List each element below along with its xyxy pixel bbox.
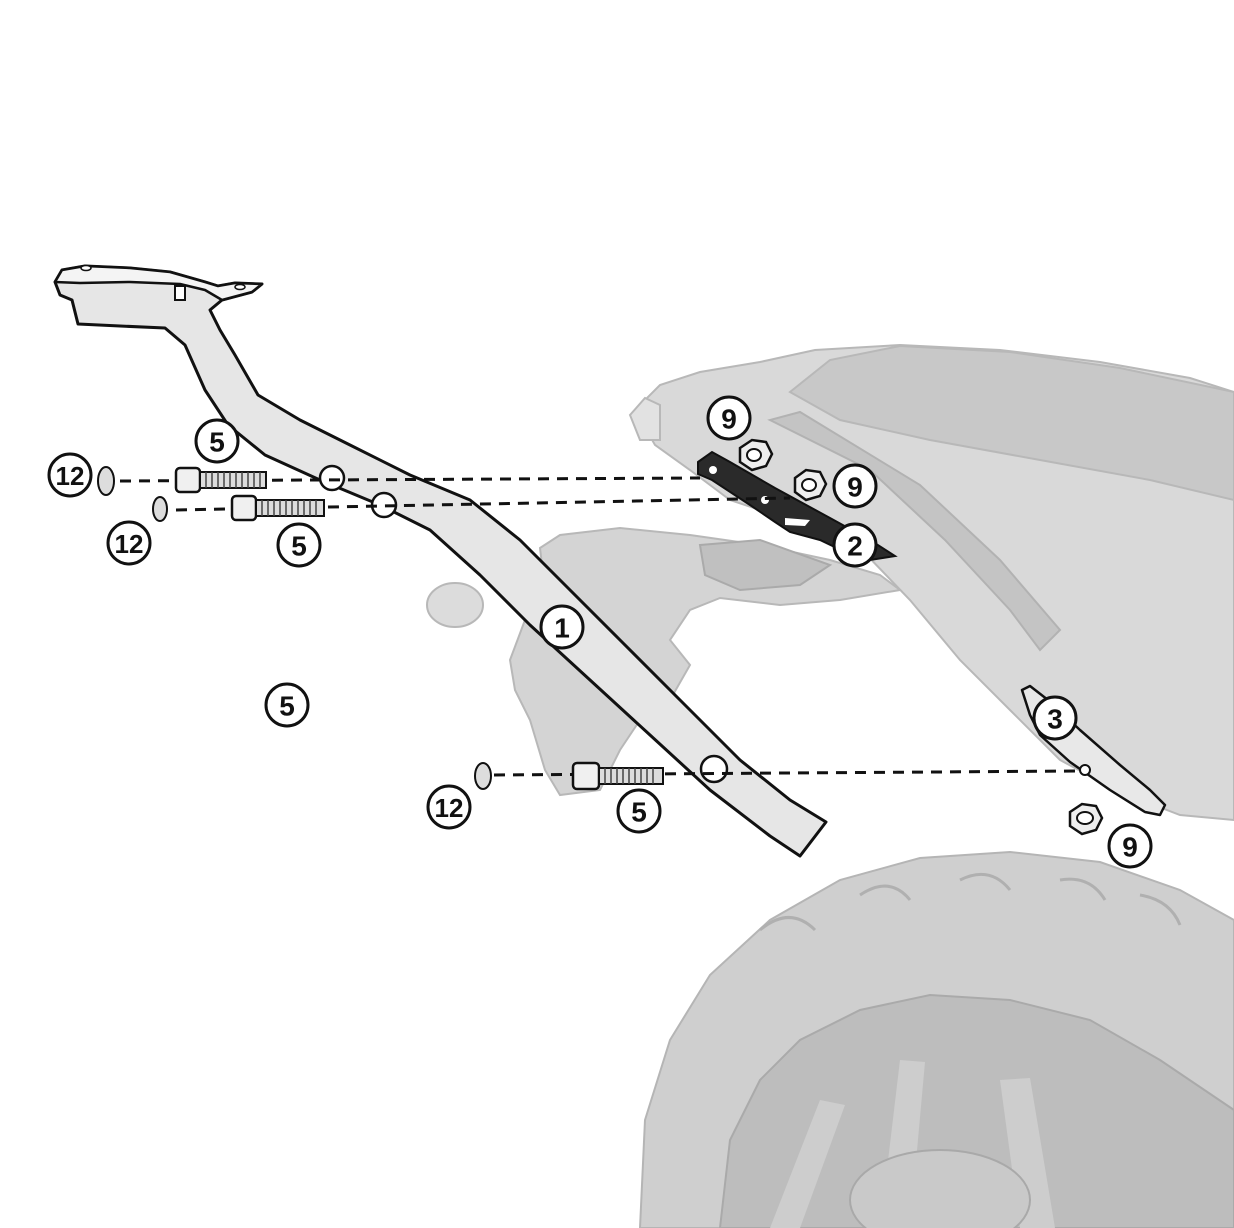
callout-label: 12 xyxy=(435,793,464,823)
bolt-upper xyxy=(174,466,267,494)
rack-arm-slot xyxy=(174,285,186,301)
wheel-hub xyxy=(849,1149,1031,1228)
bolt-thread-lines xyxy=(205,472,261,488)
bolt-lower xyxy=(571,761,664,791)
callout-label: 5 xyxy=(279,691,295,722)
callout-bolt-5-a: 5 xyxy=(194,418,240,464)
mounting-hole-lower xyxy=(699,754,729,784)
plate-3-hole xyxy=(1079,764,1091,776)
bolt-thread xyxy=(255,499,325,517)
mounting-hole-upper xyxy=(318,464,346,492)
rack-arm-top-hole xyxy=(234,283,246,291)
callout-label: 1 xyxy=(554,613,570,644)
callout-label: 5 xyxy=(291,531,307,562)
callout-label: 9 xyxy=(1122,832,1138,863)
bolt-head xyxy=(571,761,601,791)
callout-washer-12-c: 12 xyxy=(426,784,472,830)
motorcycle-tail-ghost xyxy=(426,343,1234,1228)
callout-washer-12-a: 12 xyxy=(47,452,93,498)
seat xyxy=(788,344,1234,502)
callout-label: 12 xyxy=(115,529,144,559)
washer-upper xyxy=(97,466,115,496)
callout-part-3: 3 xyxy=(1032,695,1078,741)
washers xyxy=(97,466,492,790)
nut-lower xyxy=(1068,802,1104,836)
nuts xyxy=(738,438,1104,836)
wheel-spoke-c xyxy=(1000,1078,1055,1228)
callout-label: 2 xyxy=(847,531,863,562)
callout-label: 5 xyxy=(631,797,647,828)
rack-arm-top-hole xyxy=(80,264,92,272)
bolt-thread-lines xyxy=(604,768,654,784)
bolt-thread xyxy=(199,471,267,489)
callout-bolt-5-b: 5 xyxy=(276,522,322,568)
plate-2-hole xyxy=(709,466,717,474)
washer-middle xyxy=(152,496,168,522)
callout-washer-12-b: 12 xyxy=(106,520,152,566)
callout-label: 9 xyxy=(721,404,737,435)
rack-arm-top-plate xyxy=(53,264,264,302)
callout-bolt-5-c: 5 xyxy=(264,682,310,728)
bolt-head xyxy=(174,466,202,494)
nut-bore xyxy=(746,448,762,462)
tail-light xyxy=(628,396,661,441)
subframe-tube xyxy=(767,410,1062,652)
nut-bore xyxy=(801,478,817,492)
callout-nut-9-c: 9 xyxy=(1107,823,1153,869)
callout-part-1: 1 xyxy=(539,604,585,650)
washer-lower xyxy=(474,762,492,790)
rear-wheel xyxy=(638,850,1234,1228)
bolt-head xyxy=(230,494,258,522)
callout-bolt-5-d: 5 xyxy=(616,788,662,834)
callout-label: 12 xyxy=(56,461,85,491)
rear-rim xyxy=(718,993,1234,1228)
turn-signal xyxy=(426,582,484,628)
rack-arm-part-1 xyxy=(53,264,828,858)
bolts xyxy=(174,466,664,791)
bolt-middle xyxy=(230,494,325,522)
license-plate-bracket xyxy=(698,538,833,592)
wheel-spoke-a xyxy=(770,1100,845,1228)
nut-bore xyxy=(1076,811,1094,825)
nut-upper-right xyxy=(793,468,828,502)
nut-upper-left xyxy=(738,438,774,472)
callout-labels: 1 2 3 5 5 5 5 9 9 9 12 12 12 xyxy=(47,395,1153,869)
callout-label: 3 xyxy=(1047,704,1063,735)
callout-nut-9-a: 9 xyxy=(706,395,752,441)
tread-pattern xyxy=(759,872,1182,932)
bolt-thread-lines xyxy=(261,500,317,516)
callout-label: 9 xyxy=(847,472,863,503)
callout-label: 5 xyxy=(209,427,225,458)
callout-nut-9-b: 9 xyxy=(832,463,878,509)
plate-2-slot xyxy=(785,518,810,526)
callout-part-2: 2 xyxy=(832,522,878,568)
